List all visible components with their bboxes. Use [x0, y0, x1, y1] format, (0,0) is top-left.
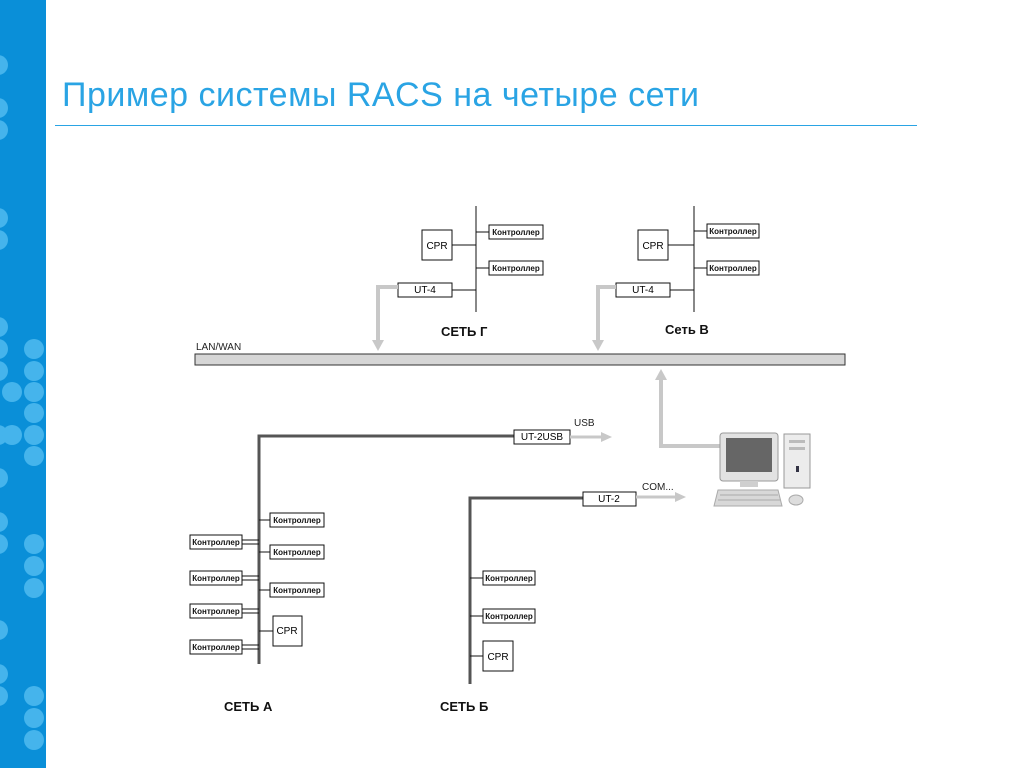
controller-a-r2: Контроллер — [259, 544, 325, 560]
svg-text:Контроллер: Контроллер — [192, 538, 240, 547]
svg-text:Контроллер: Контроллер — [485, 612, 533, 621]
lan-label: LAN/WAN — [196, 342, 241, 353]
controller-v-2: Контроллер — [694, 260, 760, 276]
svg-text:Контроллер: Контроллер — [192, 643, 240, 652]
network-v: CPR Контроллер Контроллер UT-4 Сеть В — [592, 206, 760, 351]
controller-g-1: Контроллер — [476, 224, 544, 240]
svg-text:Контроллер: Контроллер — [273, 586, 321, 595]
svg-text:Контроллер: Контроллер — [273, 548, 321, 557]
ut2-box — [582, 491, 637, 507]
network-g: CPR Контроллер Контроллер UT-4 СЕТЬ Г — [372, 206, 544, 351]
controller-a-l2: Контроллер — [189, 570, 259, 586]
net-v-label: Сеть В — [665, 322, 709, 337]
ut4-label-g: UT-4 — [414, 285, 436, 296]
cpr-label-v: CPR — [642, 241, 663, 252]
network-b: UT-2 COM... Контроллер Контроллер CPR СЕ… — [440, 482, 686, 714]
cpr-label-g: CPR — [426, 241, 447, 252]
controller-a-l3: Контроллер — [189, 603, 259, 619]
svg-text:Контроллер: Контроллер — [709, 264, 757, 273]
controller-b-2: Контроллер — [470, 608, 536, 624]
title-underline — [55, 125, 917, 126]
sidebar-decoration — [0, 0, 46, 768]
svg-text:Контроллер: Контроллер — [192, 607, 240, 616]
controller-g-2: Контроллер — [476, 260, 544, 276]
ut4-label-v: UT-4 — [632, 285, 654, 296]
arrow-g — [376, 285, 398, 344]
com-label: COM... — [642, 482, 674, 493]
lan-bus — [194, 353, 846, 366]
page-title: Пример системы RACS на четыре сети — [62, 76, 700, 114]
cpr-box-a — [272, 615, 303, 647]
ut2usb-label: UT-2USB — [521, 432, 564, 443]
net-g-label: СЕТЬ Г — [441, 324, 488, 339]
usb-label: USB — [574, 418, 595, 429]
net-a-label: СЕТЬ А — [224, 699, 273, 714]
cpr-label-b: CPR — [487, 652, 508, 663]
svg-text:Контроллер: Контроллер — [492, 264, 540, 273]
cpr-label-a: CPR — [276, 626, 297, 637]
controller-b-1: Контроллер — [470, 570, 536, 586]
ut2-label: UT-2 — [598, 494, 620, 505]
controller-a-r3: Контроллер — [259, 582, 325, 598]
pc-computer-icon — [655, 369, 811, 507]
svg-text:Контроллер: Контроллер — [485, 574, 533, 583]
svg-text:Контроллер: Контроллер — [192, 574, 240, 583]
svg-text:Контроллер: Контроллер — [492, 228, 540, 237]
controller-v-1: Контроллер — [694, 223, 760, 239]
controller-a-l1: Контроллер — [189, 534, 259, 550]
cpr-box-g — [421, 229, 453, 261]
svg-text:Контроллер: Контроллер — [709, 227, 757, 236]
arrow-v — [596, 285, 616, 344]
net-b-label: СЕТЬ Б — [440, 699, 488, 714]
cpr-box-b — [482, 640, 514, 672]
network-a: UT-2USB USB Контроллер Контроллер Контро… — [189, 418, 612, 714]
controller-a-l4: Контроллер — [189, 639, 259, 655]
controller-a-r1: Контроллер — [259, 512, 325, 528]
svg-text:Контроллер: Контроллер — [273, 516, 321, 525]
